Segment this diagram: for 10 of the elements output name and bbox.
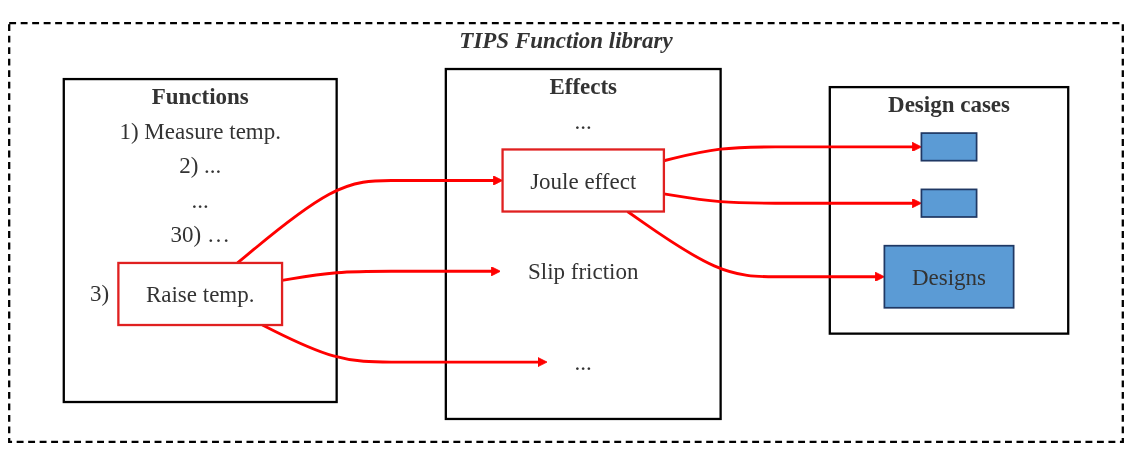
node-text: ... bbox=[574, 349, 592, 375]
node-box: Designs bbox=[883, 244, 1015, 309]
list-number: 3) bbox=[90, 281, 110, 307]
node-text: Slip friction bbox=[528, 258, 639, 284]
node-box bbox=[920, 188, 978, 218]
arrow bbox=[663, 192, 922, 209]
arrow bbox=[663, 141, 922, 163]
node-box bbox=[920, 132, 978, 162]
node-box: Raise temp. bbox=[117, 261, 284, 327]
node-box: Joule effect bbox=[501, 148, 666, 213]
